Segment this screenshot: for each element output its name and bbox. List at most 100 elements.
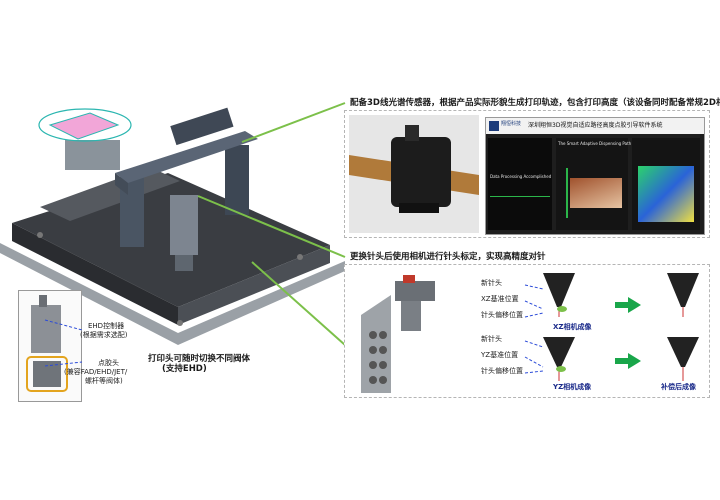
sensor-mount [405, 125, 419, 141]
sensor-panel: 翔恒科技 深圳翔恒3D视觉自适应路径高度点胶引导软件系统 Data Proces… [344, 110, 710, 238]
pointer-yz-ref [524, 356, 544, 368]
pointer-ehd [44, 319, 83, 331]
base-bolt [177, 320, 183, 326]
software-plot-line [490, 196, 550, 197]
connector-printhead [251, 261, 346, 346]
software-logo-text: 翔恒科技 [501, 121, 522, 127]
gantry-motor [170, 107, 234, 146]
pointer-offset-2 [524, 370, 544, 374]
software-panel-mid: The Smart Adaptive Dispensing Path Gener… [556, 138, 654, 230]
pointer-offset-1 [524, 312, 544, 318]
camera-mount [361, 275, 435, 393]
needle-icon [543, 337, 575, 367]
needle-xz-before [543, 273, 575, 317]
needle-icon [667, 273, 699, 307]
base-bolt [297, 254, 303, 260]
software-titlebar: 翔恒科技 深圳翔恒3D视觉自适应路径高度点胶引导软件系统 [486, 118, 704, 134]
mount-hole [369, 361, 377, 369]
software-panel-right [632, 138, 700, 230]
label-xz-ref: XZ基准位置 [481, 295, 519, 303]
software-window: 翔恒科技 深圳翔恒3D视觉自适应路径高度点胶引导软件系统 Data Proces… [485, 117, 705, 235]
machine-illustration [0, 107, 345, 345]
sensor-photo [349, 115, 479, 233]
mount-hole [369, 376, 377, 384]
arrow-head [628, 297, 641, 313]
closeup-pointers [44, 319, 83, 367]
camera-connector [403, 275, 415, 283]
printhead-caption-sub: (支持EHD) [162, 364, 207, 374]
software-surface [570, 178, 622, 208]
label-needle-offset-1: 针头偏移位置 [481, 311, 523, 319]
label-new-needle-1: 新针头 [481, 279, 502, 287]
software-panel-text: Data Processing Accomplished [490, 174, 552, 179]
camera-arm [401, 301, 421, 331]
needle-yz-after [667, 337, 699, 381]
arrow-head [628, 353, 641, 369]
pointer-xz-ref [524, 300, 544, 310]
calibration-caption: 更换针头后使用相机进行针头标定，实现高精度对针 [350, 252, 546, 262]
print-head-body [170, 195, 198, 255]
sensor-lens [399, 203, 439, 213]
ehd-controller-label: EHD控制器 [88, 322, 125, 330]
machine-bottom-plate [0, 243, 345, 345]
label-needle-offset-2: 针头偏移位置 [481, 367, 523, 375]
pointer-new-needle-1 [524, 284, 544, 290]
label-yz-ref: YZ基准位置 [481, 351, 519, 359]
machine-base-right-side [178, 245, 330, 325]
mount-hole [369, 331, 377, 339]
label-xz-camera: XZ相机成像 [553, 323, 592, 331]
sensor-caption: 配备3D线光谱传感器，根据产品实际形貌生成打印轨迹，包含打印高度（该设备同时配备… [350, 98, 720, 108]
mount-hole [379, 376, 387, 384]
fixture-block [65, 140, 120, 170]
software-guide-line [566, 168, 568, 218]
needle-icon [667, 337, 699, 367]
base-bolt [37, 232, 43, 238]
software-panel-left: Data Processing Accomplished [488, 138, 552, 230]
sample-workpiece [48, 112, 120, 140]
printhead-caption: 打印头可随时切换不同阀体 [148, 354, 251, 364]
line-scan-sensor [391, 137, 451, 207]
software-title: 深圳翔恒3D视觉自适应路径高度点胶引导软件系统 [528, 122, 663, 129]
mount-hole [379, 361, 387, 369]
label-compensated: 补偿后成像 [661, 383, 696, 391]
needle-xz-after [667, 273, 699, 317]
machine-base-left-side [12, 223, 178, 325]
ehd-controller-box [31, 305, 61, 353]
pointer-dispense [44, 361, 83, 367]
gantry-beam-side [115, 173, 128, 195]
mount-hole [379, 346, 387, 354]
ehd-controller-knob [39, 295, 47, 307]
arrow-shaft [615, 302, 629, 308]
mount-hole [369, 346, 377, 354]
camera-body [395, 281, 435, 301]
dispense-head-label: 点胶头 [98, 359, 119, 367]
label-yz-camera: YZ相机成像 [553, 383, 592, 391]
calibration-panel: 新针头 XZ基准位置 针头偏移位置 XZ相机成像 新针头 YZ基准位置 针头偏移… [344, 264, 710, 398]
dispense-head-sub-label: (兼容FAD/EHD/JET/ [64, 368, 128, 376]
print-head-closeup [18, 290, 82, 402]
calibration-pointers [524, 284, 544, 374]
software-panel-text-2: The Smart Adaptive Dispensing Path Gener… [558, 141, 654, 146]
software-logo-icon [489, 121, 499, 131]
dispense-head-sub-label-2: 螺杆等阀体) [85, 377, 123, 385]
needle-icon [543, 273, 575, 307]
arrow-shaft [615, 358, 629, 364]
gantry-column-right [225, 145, 249, 215]
calibration-arrow-2 [615, 353, 641, 369]
needle-offset-marker [556, 366, 566, 372]
software-heatmap [638, 166, 694, 222]
needle-offset-marker [557, 306, 567, 312]
needle-yz-before [543, 337, 575, 381]
dispense-head-highlight [26, 356, 68, 392]
calibration-arrow-1 [615, 297, 641, 313]
ehd-controller-sub-label: (根据需求选配) [80, 331, 128, 339]
platform-rail [40, 167, 180, 221]
mount-hole [379, 331, 387, 339]
print-head-nozzle [175, 255, 193, 271]
connector-calibration [197, 195, 346, 258]
label-new-needle-2: 新针头 [481, 335, 502, 343]
pointer-new-needle-2 [524, 340, 544, 348]
scan-highlight-ring [38, 108, 132, 142]
gantry-beam [115, 131, 258, 183]
